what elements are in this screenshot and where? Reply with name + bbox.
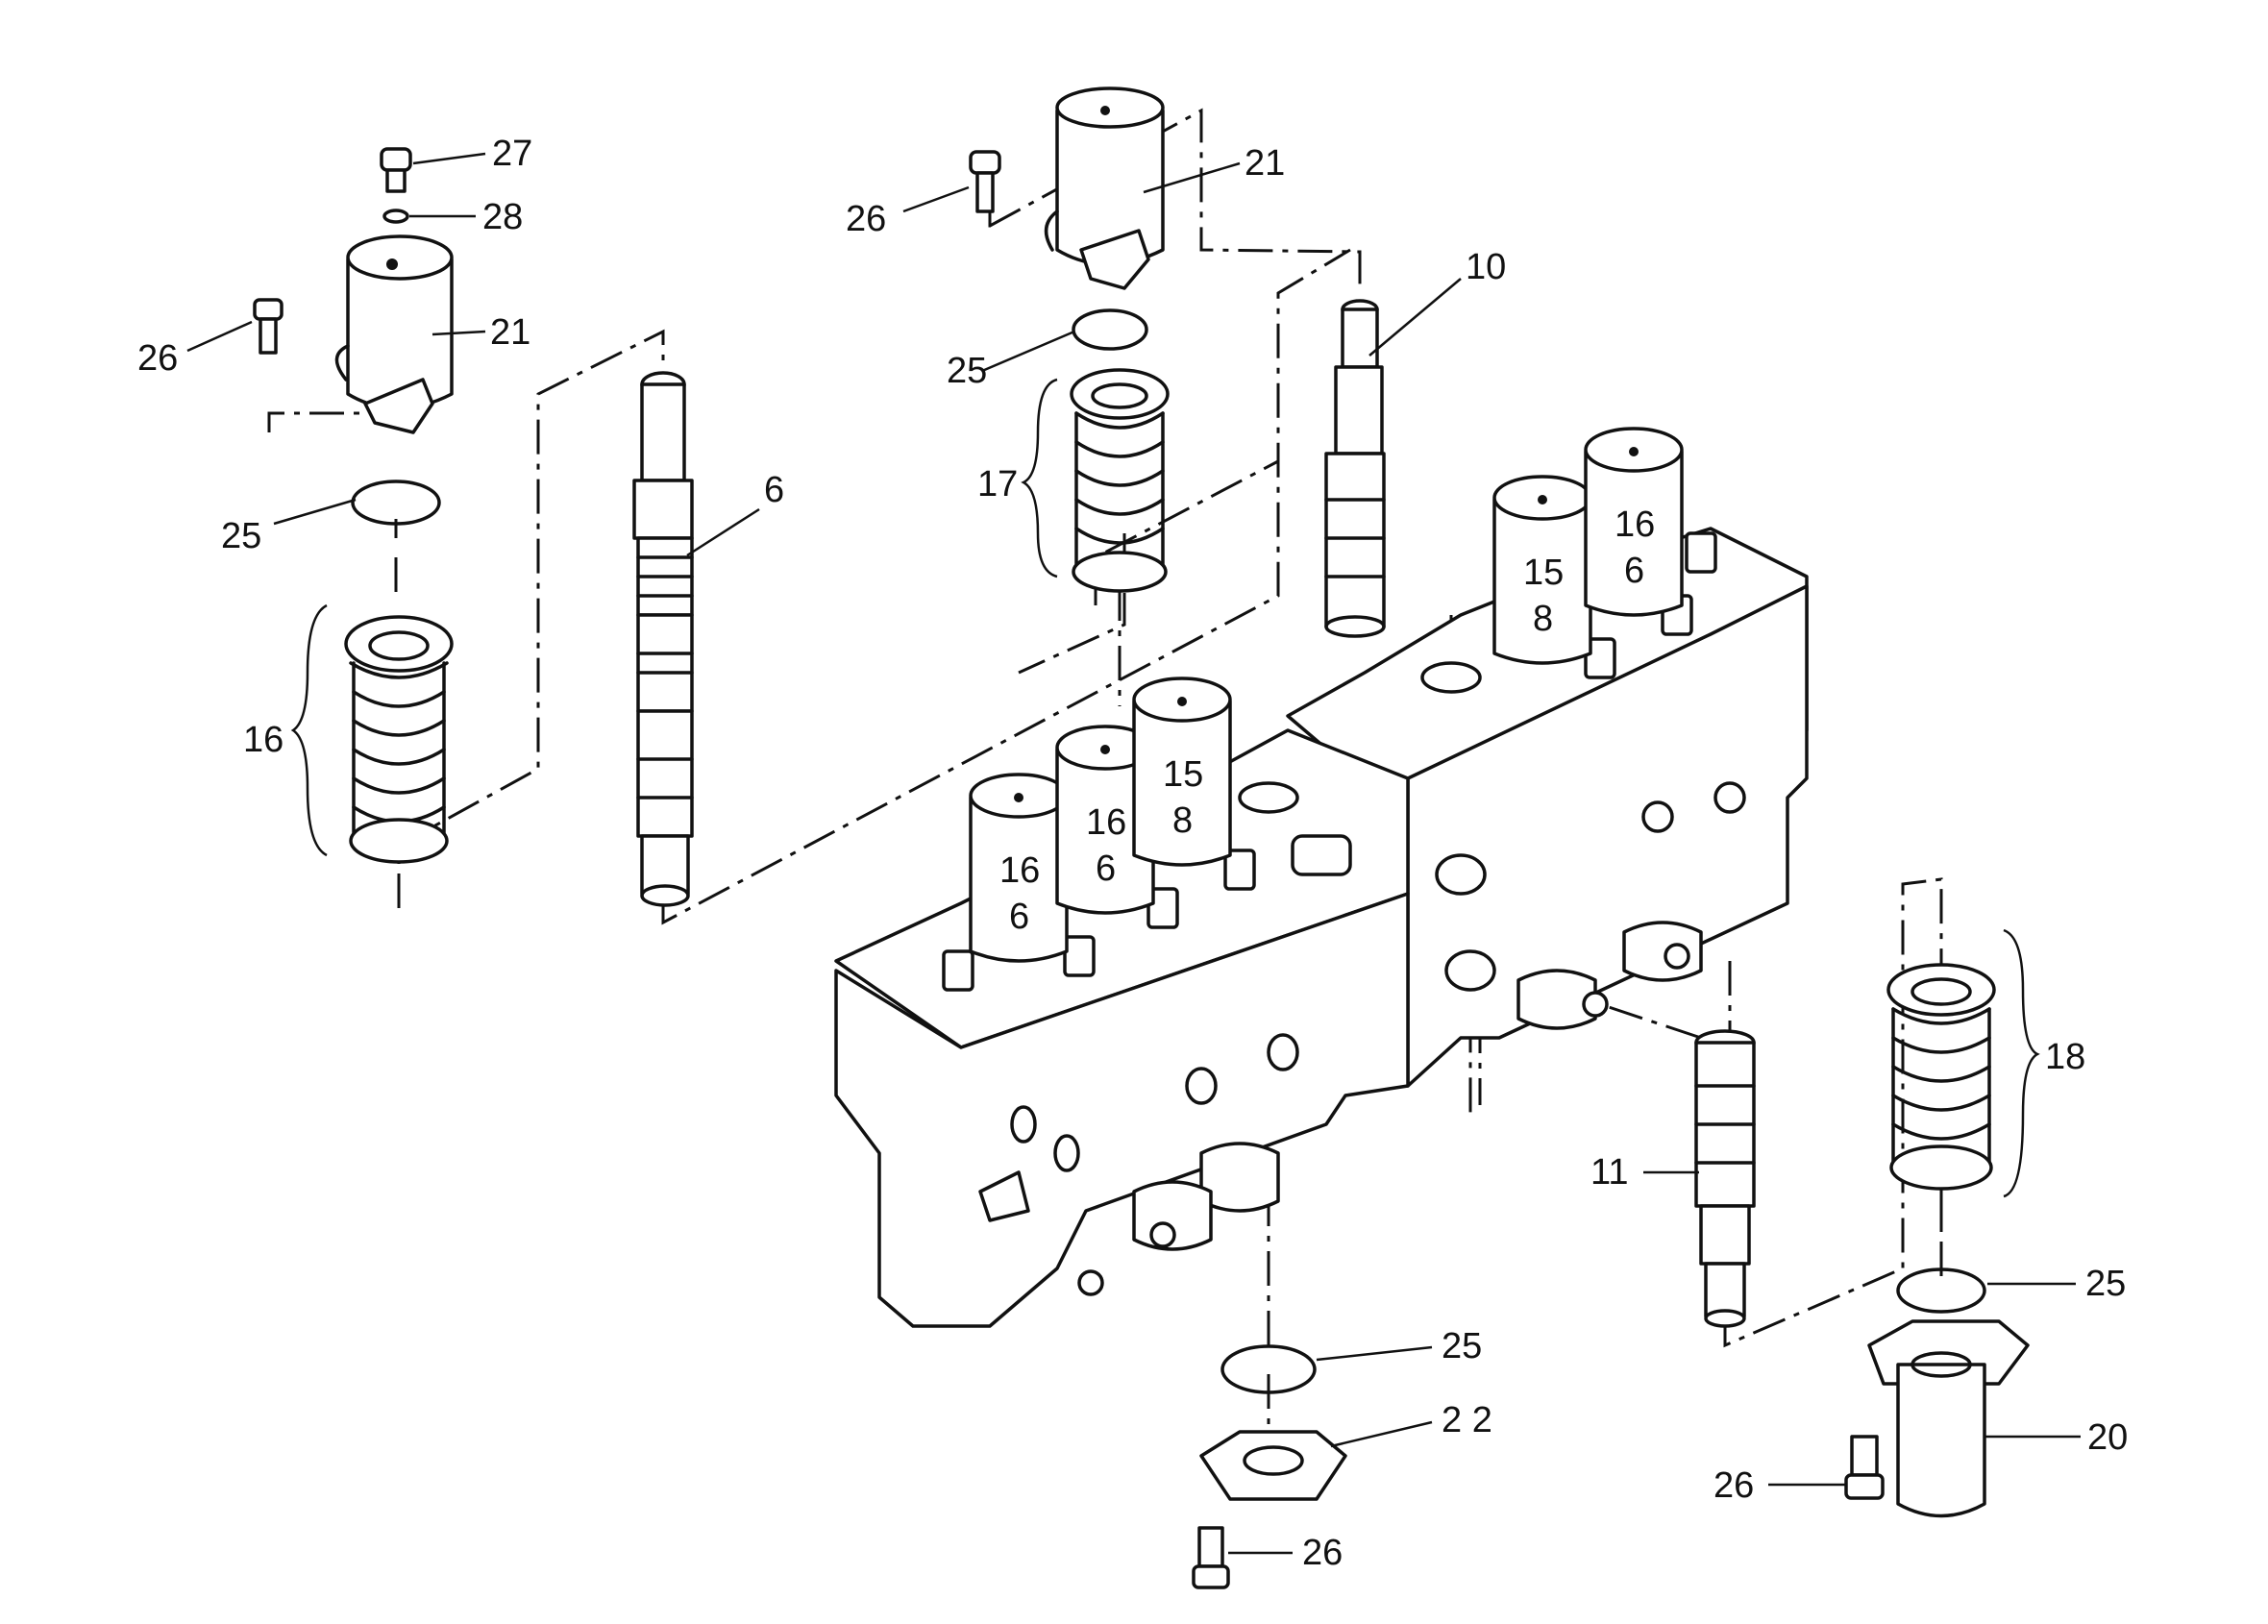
callout-26-right: 26 (1713, 1465, 1754, 1506)
callout-25-top: 25 (947, 351, 987, 391)
spring-17 (1070, 368, 1170, 593)
spring-16 (344, 615, 454, 864)
bottom-bosses (1077, 921, 1703, 1296)
leader-lines (186, 152, 2081, 1555)
callout-27: 27 (492, 134, 532, 174)
callout-26-top: 26 (846, 199, 886, 239)
left-solenoid-assembly (253, 147, 454, 864)
solenoid-markings: 16 6 16 6 15 8 15 8 16 6 (999, 504, 1655, 937)
o-ring-25-top (1072, 308, 1148, 351)
callout-6: 6 (764, 470, 784, 510)
cover-20 (1867, 1319, 2030, 1518)
screw-26-right (1844, 1435, 1885, 1500)
callout-26-bottom: 26 (1302, 1533, 1343, 1573)
callout-28: 28 (482, 197, 523, 237)
screw-26-left (253, 298, 284, 355)
callout-21-left: 21 (490, 312, 530, 353)
callout-25-right: 25 (2085, 1264, 2126, 1304)
callout-10: 10 (1466, 247, 1506, 287)
solenoid-s3-top: 15 (1163, 754, 1203, 795)
callout-21-top: 21 (1245, 143, 1285, 184)
washer-28 (382, 209, 409, 224)
solenoid-s2-top: 16 (1086, 802, 1126, 843)
solenoid-s2-bottom: 6 (1096, 849, 1116, 889)
solenoid-s5 (1584, 427, 1684, 617)
callouts: 27 28 21 26 25 16 6 26 21 25 17 10 18 25… (137, 134, 2128, 1573)
screw-27 (380, 147, 412, 193)
top-solenoid-assembly (969, 86, 1170, 593)
o-ring-25-right (1896, 1267, 1986, 1314)
bottom-center-assembly (1192, 1344, 1347, 1589)
o-ring-25-bottom (1220, 1344, 1317, 1394)
solenoid-s3-bottom: 8 (1172, 800, 1193, 841)
callout-20: 20 (2087, 1417, 2128, 1458)
o-ring-25-left (351, 480, 441, 526)
solenoid-s5-bottom: 6 (1624, 551, 1644, 591)
solenoid-s4-top: 15 (1523, 553, 1564, 593)
valve-spool-6 (632, 371, 694, 907)
solenoid-s4 (1492, 475, 1592, 665)
callout-18: 18 (2045, 1037, 2085, 1077)
valve-spool-11 (1694, 1029, 1756, 1328)
callout-26-left: 26 (137, 338, 178, 379)
solenoid-s4-bottom: 8 (1533, 599, 1553, 639)
spring-18 (1886, 963, 1996, 1191)
cover-22 (1199, 1430, 1347, 1501)
body-solenoids (969, 427, 1684, 963)
right-lower-assembly (1844, 963, 2030, 1518)
callout-22: 2 2 (1442, 1400, 1492, 1440)
solenoid-s5-top: 16 (1615, 504, 1655, 545)
solenoid-s1 (969, 773, 1069, 963)
solenoid-s3 (1132, 677, 1232, 867)
callout-17: 17 (977, 464, 1018, 504)
screw-26-top (969, 150, 1001, 213)
callout-25-left: 25 (221, 516, 261, 556)
screw-26-bottom (1192, 1526, 1230, 1589)
callout-25-bottom: 25 (1442, 1326, 1482, 1366)
solenoid-s2 (1055, 725, 1155, 915)
solenoid-s1-top: 16 (999, 850, 1040, 891)
solenoid-s1-bottom: 6 (1009, 897, 1029, 937)
valve-spool-10 (1324, 299, 1386, 638)
callout-16: 16 (243, 720, 284, 760)
callout-11: 11 (1590, 1152, 1628, 1193)
solenoid-21-top (1044, 86, 1165, 290)
body-ports (978, 661, 1746, 1222)
solenoid-21-left (334, 234, 454, 434)
